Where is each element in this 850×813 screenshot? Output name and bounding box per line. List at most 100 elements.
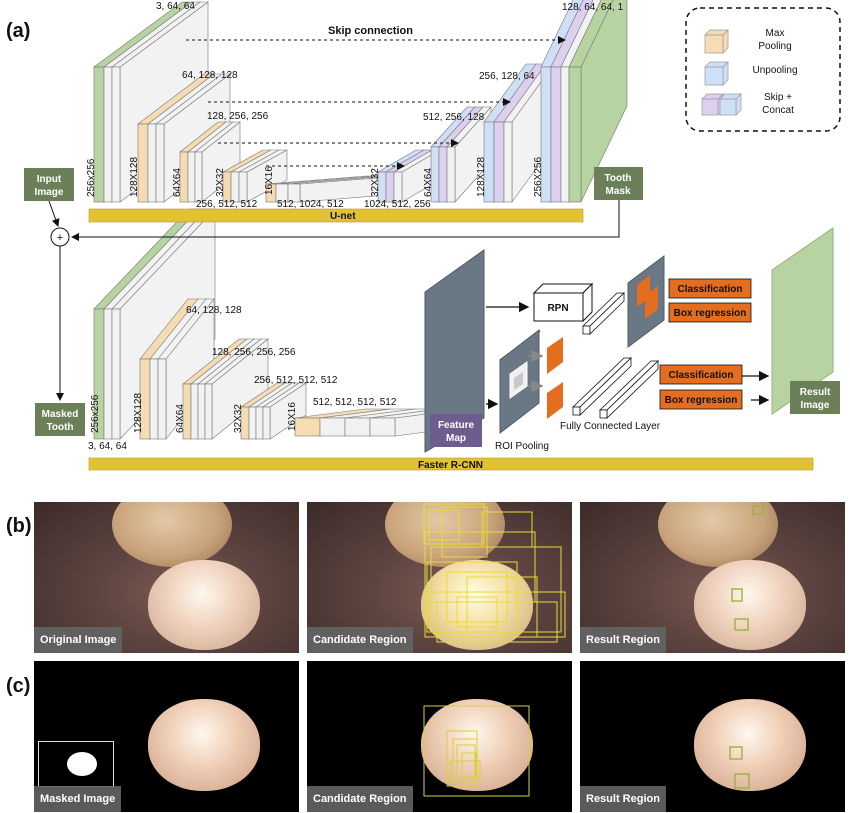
legend-unpool-swatch (704, 61, 729, 86)
unet-size-1: 256x256 (86, 158, 97, 197)
candidate-region-panel-b: Candidate Region (307, 502, 572, 653)
rpn-fc-bar (582, 292, 625, 335)
legend-maxpool-line-2: Pooling (758, 41, 791, 52)
mask-inset (38, 741, 114, 787)
feature-map-line-2: Map (446, 433, 466, 444)
tooth-mask-block: Tooth Mask (594, 167, 643, 200)
mask-blob (67, 752, 97, 776)
unet-dec-label-2: 512, 256, 128 (423, 112, 485, 123)
upper-tooth-shape (112, 502, 232, 567)
unet-size-6: 32X32 (370, 168, 381, 197)
unet-size-9: 256X256 (533, 157, 544, 197)
roi-output-1 (547, 337, 563, 374)
tooth-mask-line-1: Tooth (604, 173, 631, 184)
skip-connection-label: Skip connection (328, 25, 413, 37)
candidate-boxes-c (423, 705, 530, 797)
lower-tooth-shape (421, 560, 533, 650)
unet-enc-label-4: 256, 512, 512 (196, 199, 258, 210)
rpn-box: RPN (532, 282, 594, 323)
masked-tooth-line-1: Masked (42, 409, 79, 420)
masked-tooth-block: Masked Tooth (35, 403, 85, 436)
rpn-classification-box: Classification (668, 278, 752, 299)
unet-dec-label-3: 256, 128, 64 (479, 71, 535, 82)
unet-connectors (48, 200, 620, 401)
frcnn-enc-label-2: 64, 128, 128 (186, 305, 242, 316)
faster-rcnn-layers (93, 208, 466, 440)
unet-dec-label-1: 1024, 512, 256 (364, 199, 431, 210)
caption-result-region-c: Result Region (580, 786, 666, 812)
panel-a-label: (a) (6, 20, 30, 42)
unet-enc-label-3: 128, 256, 256 (207, 111, 269, 122)
feature-map-block: Feature Map (430, 414, 482, 447)
plus-sign: + (57, 232, 63, 244)
unet-enc-4-slab-3 (238, 149, 288, 203)
rpn-box-regression-box: Box regression (668, 302, 752, 323)
unet-dec-4-slab-4 (568, 0, 628, 203)
rpn-classification-label: Classification (677, 284, 742, 295)
frcnn-size-2: 128X128 (133, 393, 144, 433)
masked-tooth-shape (694, 699, 806, 791)
legend-maxpool-swatch (704, 29, 729, 54)
legend-maxpool-line-1: Max (766, 28, 785, 39)
final-classification-box: Classification (659, 364, 743, 385)
caption-masked-image: Masked Image (34, 786, 122, 812)
legend-concat-swatch-2 (719, 93, 742, 116)
final-box-regression-label: Box regression (665, 395, 738, 406)
legend-unpool-label: Unpooling (752, 65, 797, 76)
feature-map-line-1: Feature (438, 420, 475, 431)
roi-pooling-label: ROI Pooling (495, 441, 549, 452)
skip-connections (186, 36, 566, 170)
legend: Max Pooling Unpooling Skip + Concat (685, 7, 841, 132)
frcnn-enc-2-slab-3 (157, 298, 215, 440)
caption-candidate-region-b: Candidate Region (307, 627, 413, 653)
frcnn-enc-label-3: 128, 256, 256, 256 (212, 347, 296, 358)
unet-enc-label-5: 512, 1024, 512 (277, 199, 344, 210)
fc-layer-bars (572, 357, 659, 419)
roi-output-2 (547, 382, 563, 419)
caption-result-region-b: Result Region (580, 627, 666, 653)
original-image-panel: Original Image (34, 502, 299, 653)
faster-rcnn-bar (88, 457, 814, 471)
upper-tooth-shape (658, 502, 778, 567)
unet-size-5: 16X16 (264, 166, 275, 195)
input-image-block: Input Image (24, 168, 74, 201)
upper-tooth-shape (385, 502, 505, 567)
unet-enc-3-slab-3 (194, 121, 241, 203)
unet-size-7: 64X64 (423, 168, 434, 197)
input-image-line-2: Image (35, 187, 64, 198)
candidate-boxes-b (423, 503, 566, 643)
panel-b-label: (b) (6, 515, 32, 537)
unet-size-3: 64X64 (172, 168, 183, 197)
unet-size-2: 128X128 (129, 157, 140, 197)
frcnn-size-4: 32X32 (233, 404, 244, 433)
feature-map-plane (424, 249, 485, 453)
final-box-regression-box: Box regression (659, 389, 743, 410)
frcnn-enc-label-5: 512, 512, 512, 512 (313, 397, 397, 408)
roi-box-inner (514, 372, 523, 390)
tooth-mask-line-2: Mask (605, 186, 630, 197)
masked-image-panel: Masked Image (34, 661, 299, 812)
frcnn-size-1: 256x256 (90, 394, 101, 433)
unet-enc-label-2: 64, 128, 128 (182, 70, 238, 81)
rpn-box-regression-label: Box regression (674, 308, 747, 319)
result-plane (771, 227, 834, 415)
unet-title: U-net (330, 211, 356, 222)
frcnn-size-5: 16X16 (287, 402, 298, 431)
unet-enc-label-1: 3, 64, 64 (156, 1, 195, 12)
result-image-block: Result Image (790, 381, 840, 414)
unet-size-8: 128X128 (476, 157, 487, 197)
frcnn-enc-label-1: 3, 64, 64 (88, 441, 127, 452)
result-image-line-2: Image (801, 400, 830, 411)
faster-rcnn-title: Faster R-CNN (418, 460, 483, 471)
masked-tooth-shape (148, 699, 260, 791)
legend-concat-line-1: Skip + (764, 92, 792, 103)
frcnn-enc-4-slab-4 (262, 382, 307, 440)
result-image-line-1: Result (800, 387, 831, 398)
lower-tooth-shape (694, 560, 806, 650)
panel-c-label: (c) (6, 675, 30, 697)
unet-dec-label-4: 128, 64, 64, 1 (562, 2, 624, 13)
caption-original-image: Original Image (34, 627, 123, 653)
lower-tooth-shape (148, 560, 260, 650)
input-image-line-1: Input (37, 174, 62, 185)
frcnn-enc-label-4: 256, 512, 512, 512 (254, 375, 338, 386)
